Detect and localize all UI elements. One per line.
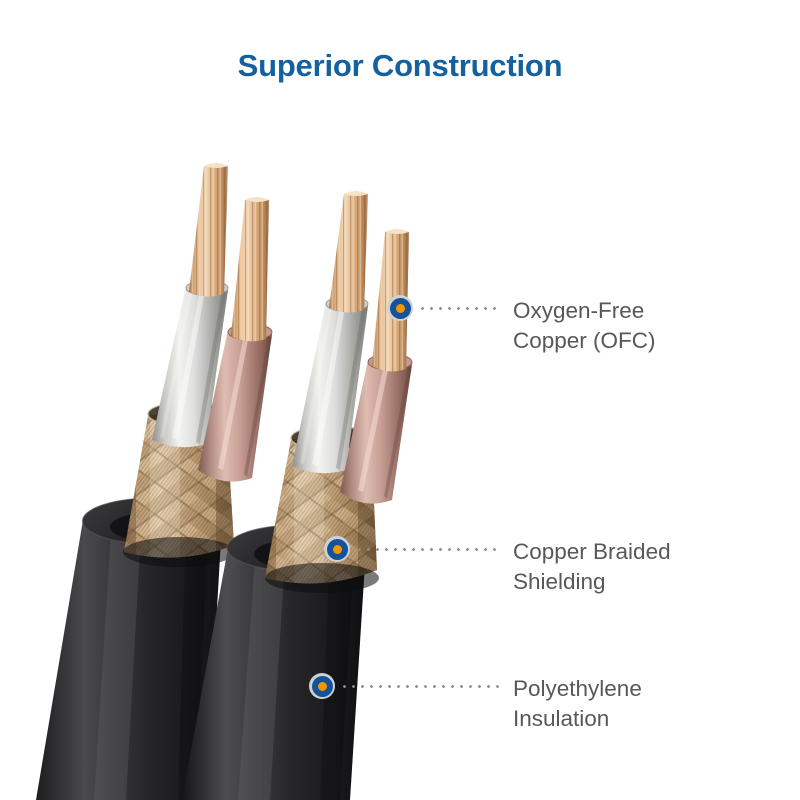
cable-jacket-right bbox=[182, 536, 366, 800]
insulation-rose-right bbox=[340, 357, 412, 504]
leader-line-oxygen-free-copper bbox=[418, 306, 502, 310]
callout-dot-ring bbox=[311, 675, 333, 697]
leader-line-polyethylene-insulation bbox=[340, 684, 502, 688]
callout-label-polyethylene-insulation: Polyethylene Insulation bbox=[513, 676, 642, 731]
callout-dot-ring bbox=[389, 297, 411, 319]
insulation-gray-left bbox=[152, 283, 228, 448]
callout-label-copper-braided-shielding: Copper Braided Shielding bbox=[513, 539, 671, 594]
callout-dot-core bbox=[317, 681, 327, 691]
leader-line-copper-braided-shielding bbox=[355, 547, 502, 551]
callout-dot-core bbox=[332, 544, 342, 554]
cable-jacket-left bbox=[36, 509, 222, 800]
callout-dot-ring bbox=[326, 538, 348, 560]
page-title: Superior Construction bbox=[237, 48, 563, 83]
callout-dot-polyethylene-insulation[interactable] bbox=[309, 673, 335, 699]
callout-dot-core bbox=[395, 303, 405, 313]
callout-dot-oxygen-free-copper[interactable] bbox=[387, 295, 413, 321]
callout-dot-copper-braided-shielding[interactable] bbox=[324, 536, 350, 562]
callout-label-oxygen-free-copper: Oxygen-Free Copper (OFC) bbox=[513, 298, 656, 353]
insulation-gray-right bbox=[292, 299, 368, 474]
